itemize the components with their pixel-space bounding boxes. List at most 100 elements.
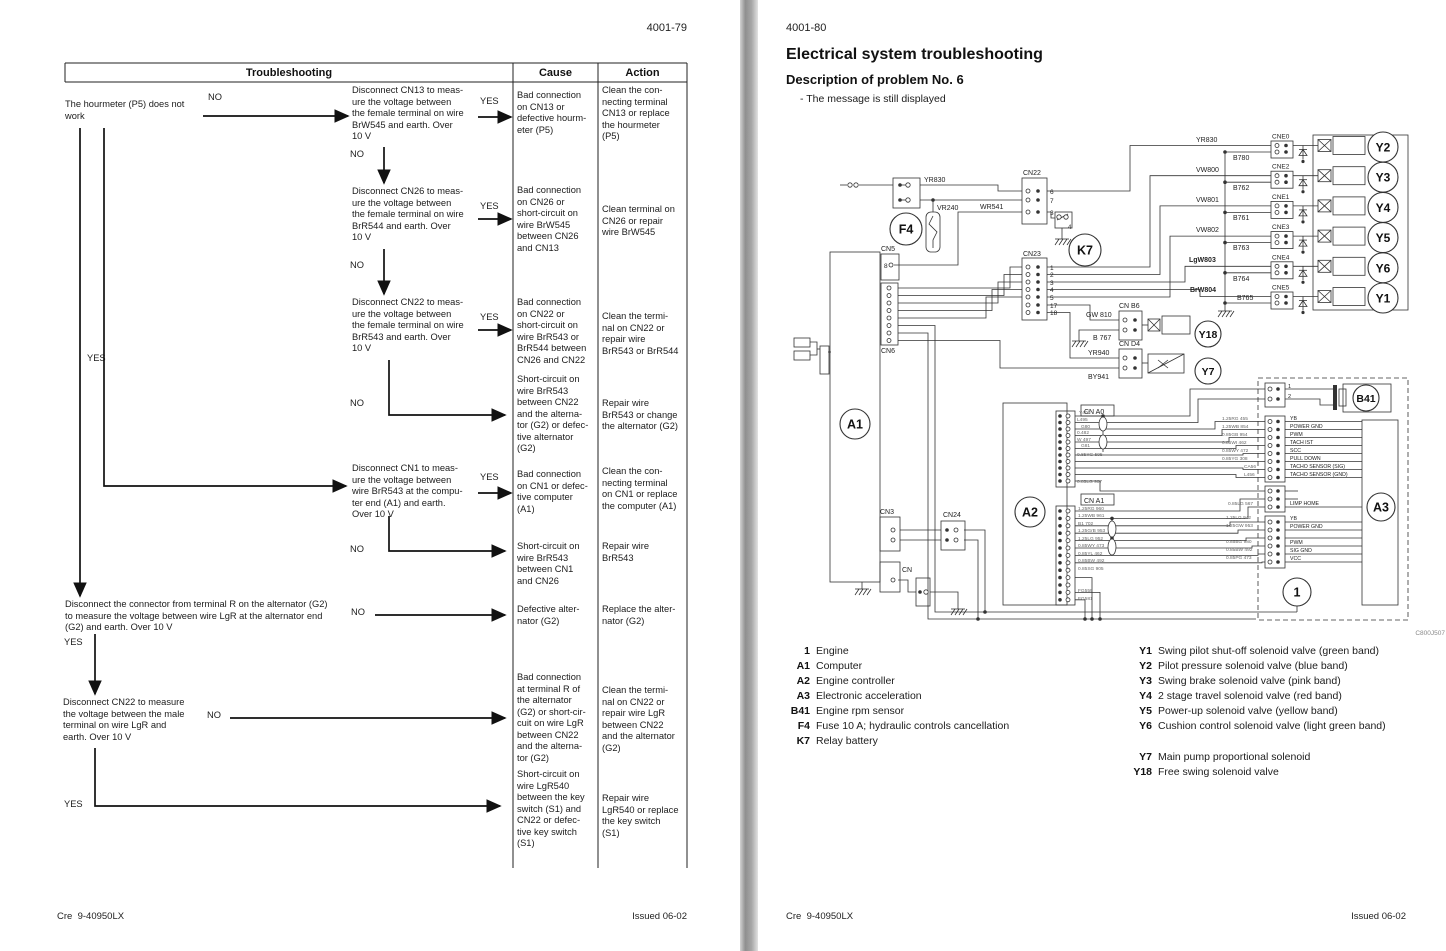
legend-def: Cushion control solenoid valve (light gr…: [1158, 720, 1386, 732]
wire-label: 3: [1050, 210, 1054, 217]
legend-term: Y4: [1139, 690, 1152, 702]
component-y5: [1367, 222, 1399, 254]
wire-label: TACHO SENSOR (GND): [1290, 472, 1348, 478]
svg-text:B41: B41: [1356, 393, 1375, 405]
table-header-cause: Cause: [538, 66, 573, 79]
connector-cn-b6: [1118, 310, 1143, 341]
cause-cell: Bad connection at terminal R of the alte…: [517, 672, 586, 763]
left-footer-doc-code: Cre 9-40950LX: [57, 911, 125, 922]
legend-def: 2 stage travel solenoid valve (red band): [1158, 690, 1342, 702]
wire-label: YR830: [1196, 137, 1218, 144]
wire-label: VW802: [1196, 227, 1219, 234]
legend-def: Main pump proportional solenoid: [1158, 751, 1311, 763]
wire-label: 3: [1050, 280, 1054, 287]
connector-cn-a0: [1055, 410, 1076, 488]
connector-cn6: [880, 282, 899, 346]
svg-text:Y2: Y2: [1376, 141, 1391, 155]
flow-box-cn22: Disconnect CN22 to meas- ure the voltage…: [352, 297, 464, 354]
wire-label: CN B6: [1119, 303, 1140, 310]
cause-cell: Short-circuit on wire LgR540 between the…: [517, 769, 585, 849]
legend-def: Engine controller: [816, 675, 895, 687]
wire-label: 6: [1050, 189, 1054, 196]
micro-wire-label: 1.25GrB 953: [1078, 528, 1106, 534]
micro-wire-label: G80: [1081, 424, 1090, 430]
wire-label: 7: [1050, 198, 1054, 205]
wire-label: PWM: [1290, 540, 1303, 546]
decision-label-no: NO: [208, 92, 222, 102]
wire-label: SIG GND: [1290, 548, 1312, 554]
svg-text:Y6: Y6: [1376, 261, 1391, 275]
connector-label: CNE1: [1272, 194, 1290, 201]
wire-label: POWER GND: [1290, 424, 1323, 430]
wire-label: YB: [1290, 516, 1297, 522]
legend-term: Y1: [1139, 645, 1152, 657]
micro-wire-label: 0.85YL 462: [1078, 551, 1103, 557]
legend-term: Y18: [1133, 766, 1152, 778]
wire-label: CN6: [881, 348, 895, 355]
svg-text:F4: F4: [899, 223, 914, 237]
legend-term: 1: [804, 645, 810, 657]
micro-wire-label: 1.25GW 953: [1226, 523, 1253, 529]
component-y6: [1367, 252, 1399, 284]
svg-text:Y7: Y7: [1202, 366, 1215, 378]
svg-text:Y18: Y18: [1199, 329, 1218, 341]
action-cell: Clean the termi- nal on CN22 or repair w…: [602, 311, 679, 356]
micro-wire-label: 0.85GB 954: [1222, 432, 1248, 438]
micro-wire-label: 0.85PG 473: [1226, 555, 1252, 561]
svg-text:Y1: Y1: [1376, 292, 1391, 306]
wire-label: GW 810: [1086, 312, 1112, 319]
component-k7: K7: [1068, 233, 1102, 267]
decision-label-yes: YES: [64, 799, 83, 809]
component-y2: [1367, 131, 1399, 163]
micro-wire-label: 0.85YG 595: [1077, 452, 1103, 458]
wire-label: CN A1: [1084, 498, 1104, 505]
micro-wire-label: 0.85SG 905: [1078, 566, 1104, 572]
connector-cn-d4: [1118, 348, 1143, 379]
micro-wire-label: 0.482: [1077, 430, 1089, 436]
legend-def: Engine rpm sensor: [816, 705, 905, 717]
wire-label: CN: [902, 567, 912, 574]
wire-label: CN3: [880, 509, 894, 516]
legend-def: Fuse 10 A; hydraulic controls cancellati…: [816, 720, 1010, 732]
wire-label: PWM: [1290, 432, 1303, 438]
component-a3: A3: [1366, 492, 1396, 522]
decision-label-yes: YES: [87, 353, 106, 363]
wire-label: VW801: [1196, 197, 1219, 204]
micro-wire-label: G81: [1081, 443, 1090, 449]
micro-wire-label: 0.85BG 980: [1226, 539, 1252, 545]
action-cell: Clean the termi- nal on CN22 or repair w…: [602, 685, 675, 753]
connector-cn24: [940, 520, 966, 551]
component-y7: Y7: [1194, 357, 1222, 385]
legend-def: Free swing solenoid valve: [1158, 766, 1279, 778]
micro-wire-label: 1.25WB 854: [1222, 424, 1249, 430]
wire-label: LIMP HOME: [1290, 501, 1320, 507]
wire-label: CN24: [943, 512, 961, 519]
legend-term: Y2: [1139, 660, 1152, 672]
micro-wire-label: 0.85BW 492: [1078, 558, 1105, 564]
wire-label: YB: [1290, 416, 1297, 422]
action-cell: Repair wire BrR543 or change the alterna…: [602, 398, 678, 432]
component-b41: B41: [1352, 384, 1380, 412]
left-footer-issued: Issued 06-02: [632, 911, 687, 922]
component-a2: A2: [1014, 496, 1046, 528]
wire-label: CN5: [881, 246, 895, 253]
micro-wire-label: W 497: [1077, 437, 1091, 443]
flow-box-cn13: Disconnect CN13 to meas- ure the voltage…: [352, 85, 464, 142]
table-header-action: Action: [625, 66, 660, 79]
wire-label: B764: [1233, 276, 1249, 283]
legend-term: A1: [796, 660, 810, 672]
svg-text:K7: K7: [1077, 244, 1093, 258]
connector-cn23: [1021, 257, 1048, 321]
cause-cell: Bad connection on CN13 or defective hour…: [517, 90, 587, 135]
action-cell: Clean the con- necting terminal CN13 or …: [602, 85, 670, 142]
decision-label-no: NO: [350, 398, 364, 408]
cause-cell: Bad connection on CN22 or short-circuit …: [517, 297, 587, 365]
section-subtitle: Description of problem No. 6: [786, 72, 964, 87]
micro-wire-label: FG581: [1078, 596, 1093, 602]
wire-label: 2: [1050, 272, 1054, 279]
